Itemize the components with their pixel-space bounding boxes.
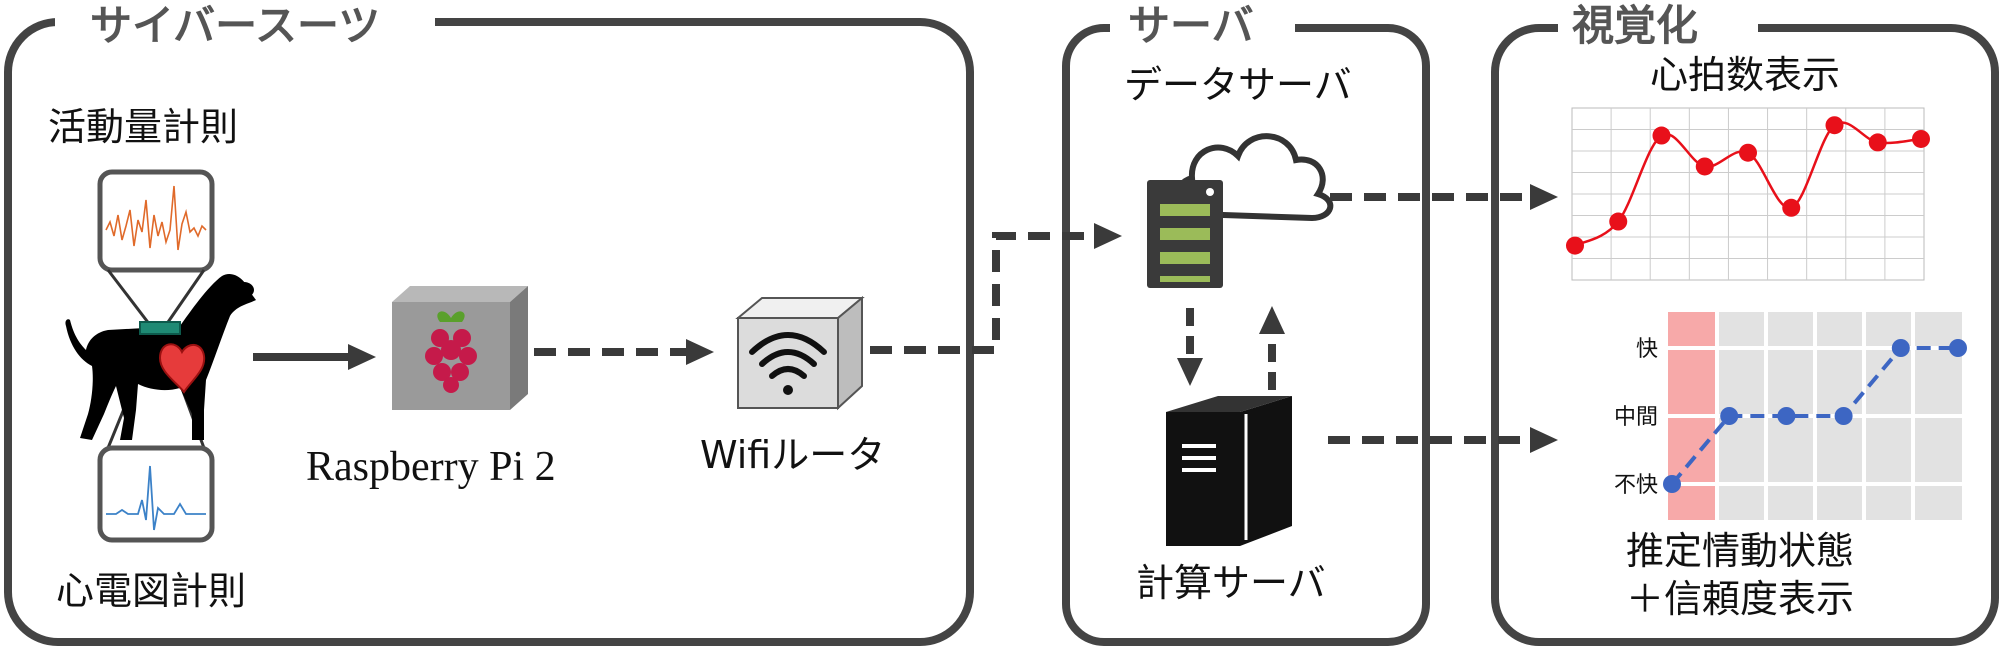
emo-data-point	[1663, 475, 1681, 493]
emo-data-point	[1720, 407, 1739, 425]
arrow-compute-to-data	[1259, 306, 1285, 390]
arrow-compute-to-emotion	[1328, 427, 1558, 453]
ecg-signal-box	[97, 445, 215, 543]
ecg-waveform	[106, 465, 206, 531]
compute-server-label: 計算サーバ	[1136, 561, 1326, 605]
emo-y-tick-label: 快	[1636, 337, 1658, 362]
raspberry-pi-device	[392, 286, 528, 410]
emo-y-tick-label: 中間	[1614, 405, 1658, 430]
compute-server-icon	[1166, 396, 1292, 546]
data-server-label: データサーバ	[1124, 63, 1352, 107]
suit-device	[139, 321, 181, 335]
activity-label: 活動量計則	[48, 105, 238, 149]
arrow-data-to-heartrate	[1330, 184, 1558, 210]
arrow-wifi-to-dataserver	[870, 223, 1122, 354]
activity-waveform	[105, 185, 207, 251]
heart-organ-icon	[158, 343, 206, 394]
emo-data-point	[1834, 407, 1853, 425]
wifi-icon	[749, 332, 827, 379]
emotion-chart: 不快 中間 快	[1614, 312, 1967, 520]
hr-data-point	[1868, 133, 1887, 152]
data-server-icon	[1147, 180, 1223, 288]
hr-data-point	[1609, 212, 1628, 231]
activity-signal-box	[97, 169, 215, 273]
heart-rate-chart	[1566, 107, 1930, 281]
raspberry-pi-logo-icon	[425, 311, 477, 393]
hr-data-point	[1695, 157, 1714, 176]
arrow-data-to-compute	[1177, 308, 1203, 386]
wifi-label: Wifiルータ	[700, 433, 885, 477]
emotion-title-line1: 推定情動状態	[1626, 529, 1854, 573]
wifi-router-device	[735, 295, 865, 411]
heart-rate-title: 心拍数表示	[1650, 53, 1840, 97]
emo-data-point	[1777, 407, 1796, 425]
emotion-title-line2: ＋信頼度表示	[1626, 577, 1854, 621]
panel-title-visual: 視覚化	[1572, 1, 1698, 50]
hr-data-point	[1739, 143, 1757, 162]
arrow-raspberry-to-wifi	[534, 339, 714, 365]
raspberry-label: Raspberry Pi 2	[306, 444, 556, 490]
hr-data-point	[1912, 129, 1930, 148]
emo-data-point	[1891, 339, 1910, 357]
hr-data-point	[1825, 116, 1844, 135]
emo-y-tick-label: 不快	[1614, 473, 1658, 498]
panel-title-suit: サイバースーツ	[90, 1, 380, 50]
hr-data-point	[1566, 236, 1584, 255]
hr-data-point	[1782, 198, 1801, 217]
arrow-suit-to-raspberry	[253, 344, 376, 370]
ecg-label: 心電図計則	[56, 569, 246, 613]
emo-series-line	[1670, 346, 1958, 486]
panel-title-server: サーバ	[1128, 1, 1254, 50]
hr-data-point	[1652, 126, 1671, 145]
emo-data-point	[1949, 339, 1967, 357]
